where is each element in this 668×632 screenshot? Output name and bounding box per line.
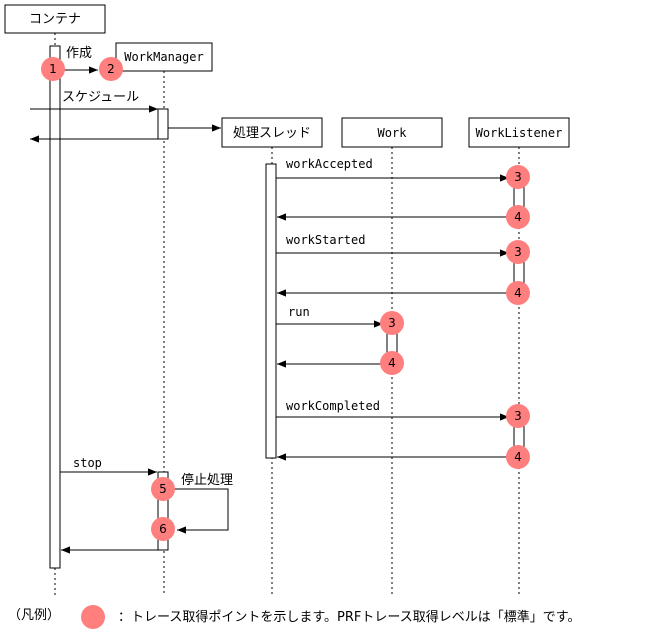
trace-point-3a: 3: [506, 165, 530, 189]
activation-thread: [265, 163, 277, 459]
label-stop: stop: [73, 456, 102, 470]
legend-description: ：トレース取得ポイントを示します。PRFトレース取得レベルは「標準」です。: [118, 609, 580, 625]
label-run: run: [288, 305, 310, 319]
trace-point-3d: 3: [506, 404, 530, 428]
svg-text:4: 4: [514, 286, 522, 300]
participant-thread-label: 処理スレッド: [233, 126, 311, 141]
participant-listener: WorkListener: [468, 117, 570, 148]
svg-text:3: 3: [514, 409, 522, 423]
participant-container: コンテナ: [4, 4, 106, 34]
svg-text:6: 6: [159, 522, 167, 536]
svg-text:3: 3: [514, 245, 522, 259]
participant-workmanager-label: WorkManager: [124, 50, 203, 64]
trace-point-4c: 4: [380, 351, 404, 375]
legend-trace-point-symbol: [81, 605, 105, 629]
lifelines: [54, 33, 520, 596]
activation-bars: [49, 45, 525, 569]
svg-text:4: 4: [514, 210, 522, 224]
label-work-completed: workCompleted: [286, 399, 380, 413]
trace-point-5: 5: [151, 477, 175, 501]
participant-listener-label: WorkListener: [476, 126, 563, 140]
message-stop-process: [168, 488, 229, 534]
label-schedule: スケジュール: [62, 90, 139, 105]
svg-text:3: 3: [514, 170, 522, 184]
trace-points: 1 2 3 4 3 4 3 4 3 4 5 6: [41, 57, 530, 541]
trace-point-1: 1: [41, 57, 65, 81]
participant-work-label: Work: [378, 126, 408, 140]
label-work-started: workStarted: [286, 233, 365, 247]
trace-point-3c: 3: [380, 311, 404, 335]
label-work-accepted: workAccepted: [286, 157, 373, 171]
trace-point-3b: 3: [506, 240, 530, 264]
legend: （凡例） ：トレース取得ポイントを示します。PRFトレース取得レベルは「標準」で…: [8, 605, 580, 629]
participant-container-label: コンテナ: [29, 12, 81, 27]
label-stop-process: 停止処理: [181, 472, 233, 488]
trace-point-4d: 4: [506, 445, 530, 469]
svg-text:4: 4: [514, 450, 522, 464]
participant-workmanager: WorkManager: [115, 42, 213, 72]
trace-point-4b: 4: [506, 281, 530, 305]
svg-text:3: 3: [388, 316, 396, 330]
svg-text:5: 5: [159, 482, 167, 496]
trace-point-6: 6: [151, 517, 175, 541]
svg-text:2: 2: [107, 62, 115, 76]
participant-work: Work: [341, 117, 443, 148]
svg-text:1: 1: [49, 62, 57, 76]
legend-label: （凡例）: [8, 608, 60, 623]
trace-point-4a: 4: [506, 205, 530, 229]
svg-text:4: 4: [388, 356, 396, 370]
activation-container: [49, 45, 61, 569]
trace-point-2: 2: [99, 57, 123, 81]
label-create: 作成: [66, 46, 92, 61]
messages: [30, 66, 514, 554]
participant-thread: 処理スレッド: [221, 117, 323, 148]
activation-workmanager-schedule: [157, 108, 169, 140]
activation-workmanager-stop: [157, 471, 169, 551]
